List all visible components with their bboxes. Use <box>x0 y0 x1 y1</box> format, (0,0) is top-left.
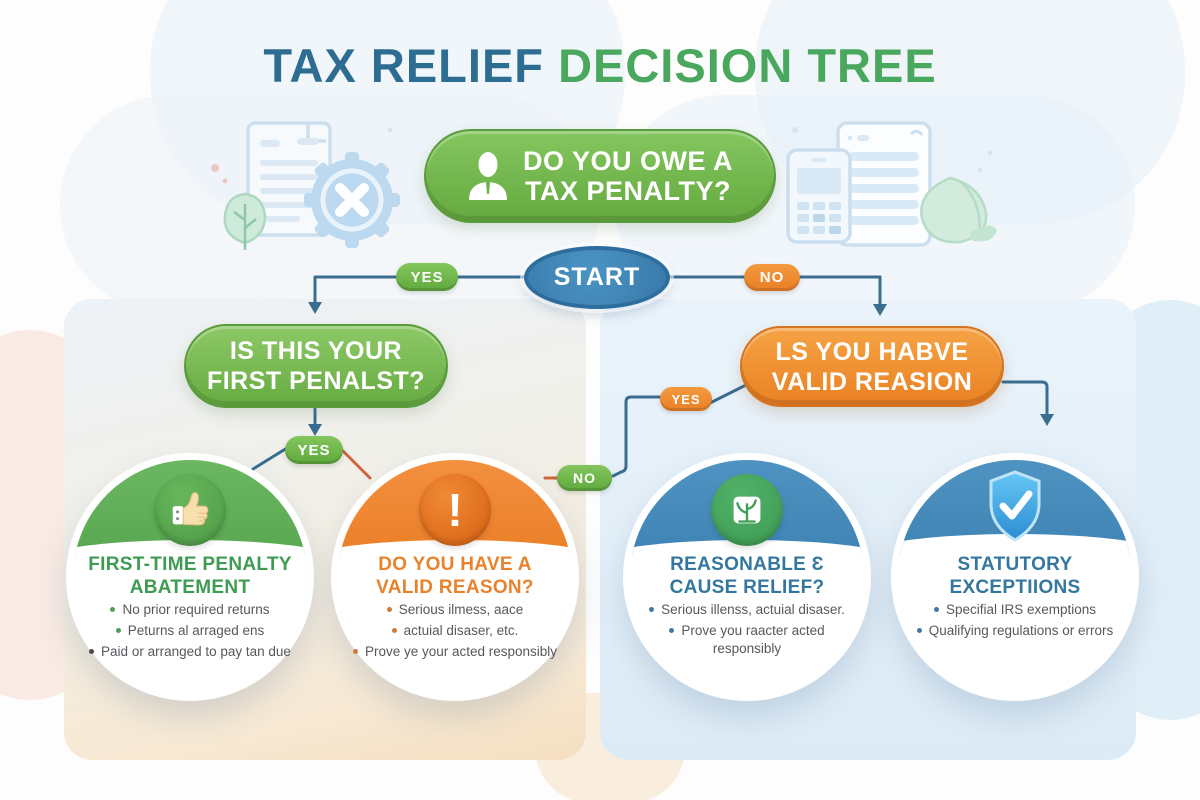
bullet-item: Serious illenss, actuial disaser. <box>643 601 851 619</box>
outcome-title: FIRST-TIME PENALTY ABATEMENT <box>88 554 292 599</box>
bullet-item: Serious ilmess, aace <box>351 601 559 619</box>
leaf-icon <box>223 192 267 250</box>
decor-dot <box>987 150 993 156</box>
page-title: TAX RELIEF DECISION TREE <box>0 38 1200 93</box>
valid-reason-yes-label: YES <box>660 387 712 411</box>
branch-yes-label: YES <box>396 263 458 291</box>
bullet-item: actuial disaser, etc. <box>351 622 559 640</box>
outcome-title: STATUTORY EXCEPTIIONS <box>949 554 1081 599</box>
outcome-bullets: Serious illenss, actuial disaser. Prove … <box>643 601 851 662</box>
outcome-title: DO YOU HAVE A VALID REASON? <box>376 554 534 599</box>
valid-reason-question-pill: LS YOU HABVE VALID REASION <box>740 326 1004 407</box>
title-part-green: DECISION TREE <box>558 39 937 92</box>
exclamation-icon: ! <box>419 474 491 546</box>
decor-dot <box>211 164 219 172</box>
start-node: START <box>524 246 670 309</box>
bullet-item: Specifial IRS exemptions <box>911 601 1119 619</box>
branch-no-label: NO <box>744 264 800 291</box>
shield-check-icon <box>979 470 1051 542</box>
first-penalty-question-text: IS THIS YOUR FIRST PENALST? <box>206 337 426 395</box>
bullet-item: Paid or arranged to pay tan due <box>86 643 294 661</box>
bullet-item: Prove ye your acted responsibly <box>351 643 559 661</box>
valid-reason-question-text: LS YOU HABVE VALID REASION <box>771 337 973 396</box>
bullet-item: Prove you raacter acted responsibly <box>643 622 851 658</box>
outcome-card-first-time-abatement: FIRST-TIME PENALTY ABATEMENT No prior re… <box>66 453 314 701</box>
outcome-card-reasonable-cause: REASONABLE Ɛ CAUSE RELIEF? Serious illen… <box>623 453 871 701</box>
title-part-blue: TAX RELIEF <box>263 39 544 92</box>
thumbs-up-icon <box>154 474 226 546</box>
person-icon <box>468 152 507 200</box>
valid-reason-no-label: NO <box>557 465 612 491</box>
decor-dot <box>387 127 393 133</box>
first-penalty-question-pill: IS THIS YOUR FIRST PENALST? <box>184 324 448 408</box>
bullet-item: Qualifying regulations or errors <box>911 622 1119 640</box>
bullet-item: Peturns al arraged ens <box>86 622 294 640</box>
leaf-icon <box>920 176 997 244</box>
calculator-icon <box>786 148 852 244</box>
decor-dot <box>222 178 228 184</box>
outcome-bullets: Specifial IRS exemptions Qualifying regu… <box>911 601 1119 643</box>
decor-dot <box>792 127 798 133</box>
outcome-bullets: Serious ilmess, aace actuial disaser, et… <box>351 601 559 665</box>
outcome-card-valid-reason: ! DO YOU HAVE A VALID REASON? Serious il… <box>331 453 579 701</box>
outcome-title: REASONABLE Ɛ CAUSE RELIEF? <box>669 554 825 599</box>
ledger-icon <box>836 121 932 247</box>
first-penalty-yes-label: YES <box>285 436 343 464</box>
outcome-bullets: No prior required returns Peturns al arr… <box>86 601 294 665</box>
bullet-item: No prior required returns <box>86 601 294 619</box>
gear-x-icon <box>304 152 400 248</box>
outcome-card-statutory-exceptions: STATUTORY EXCEPTIIONS Specifial IRS exem… <box>891 453 1139 701</box>
plant-icon <box>711 474 783 546</box>
root-question-pill: DO YOU OWE A TAX PENALTY? <box>424 129 776 223</box>
decor-calculator-ledger-leaf <box>786 121 997 247</box>
x-icon <box>335 183 369 217</box>
decor-dot <box>978 168 982 172</box>
root-question-text: DO YOU OWE A TAX PENALTY? <box>522 145 734 206</box>
decor-document-gear-leaf <box>211 121 400 250</box>
